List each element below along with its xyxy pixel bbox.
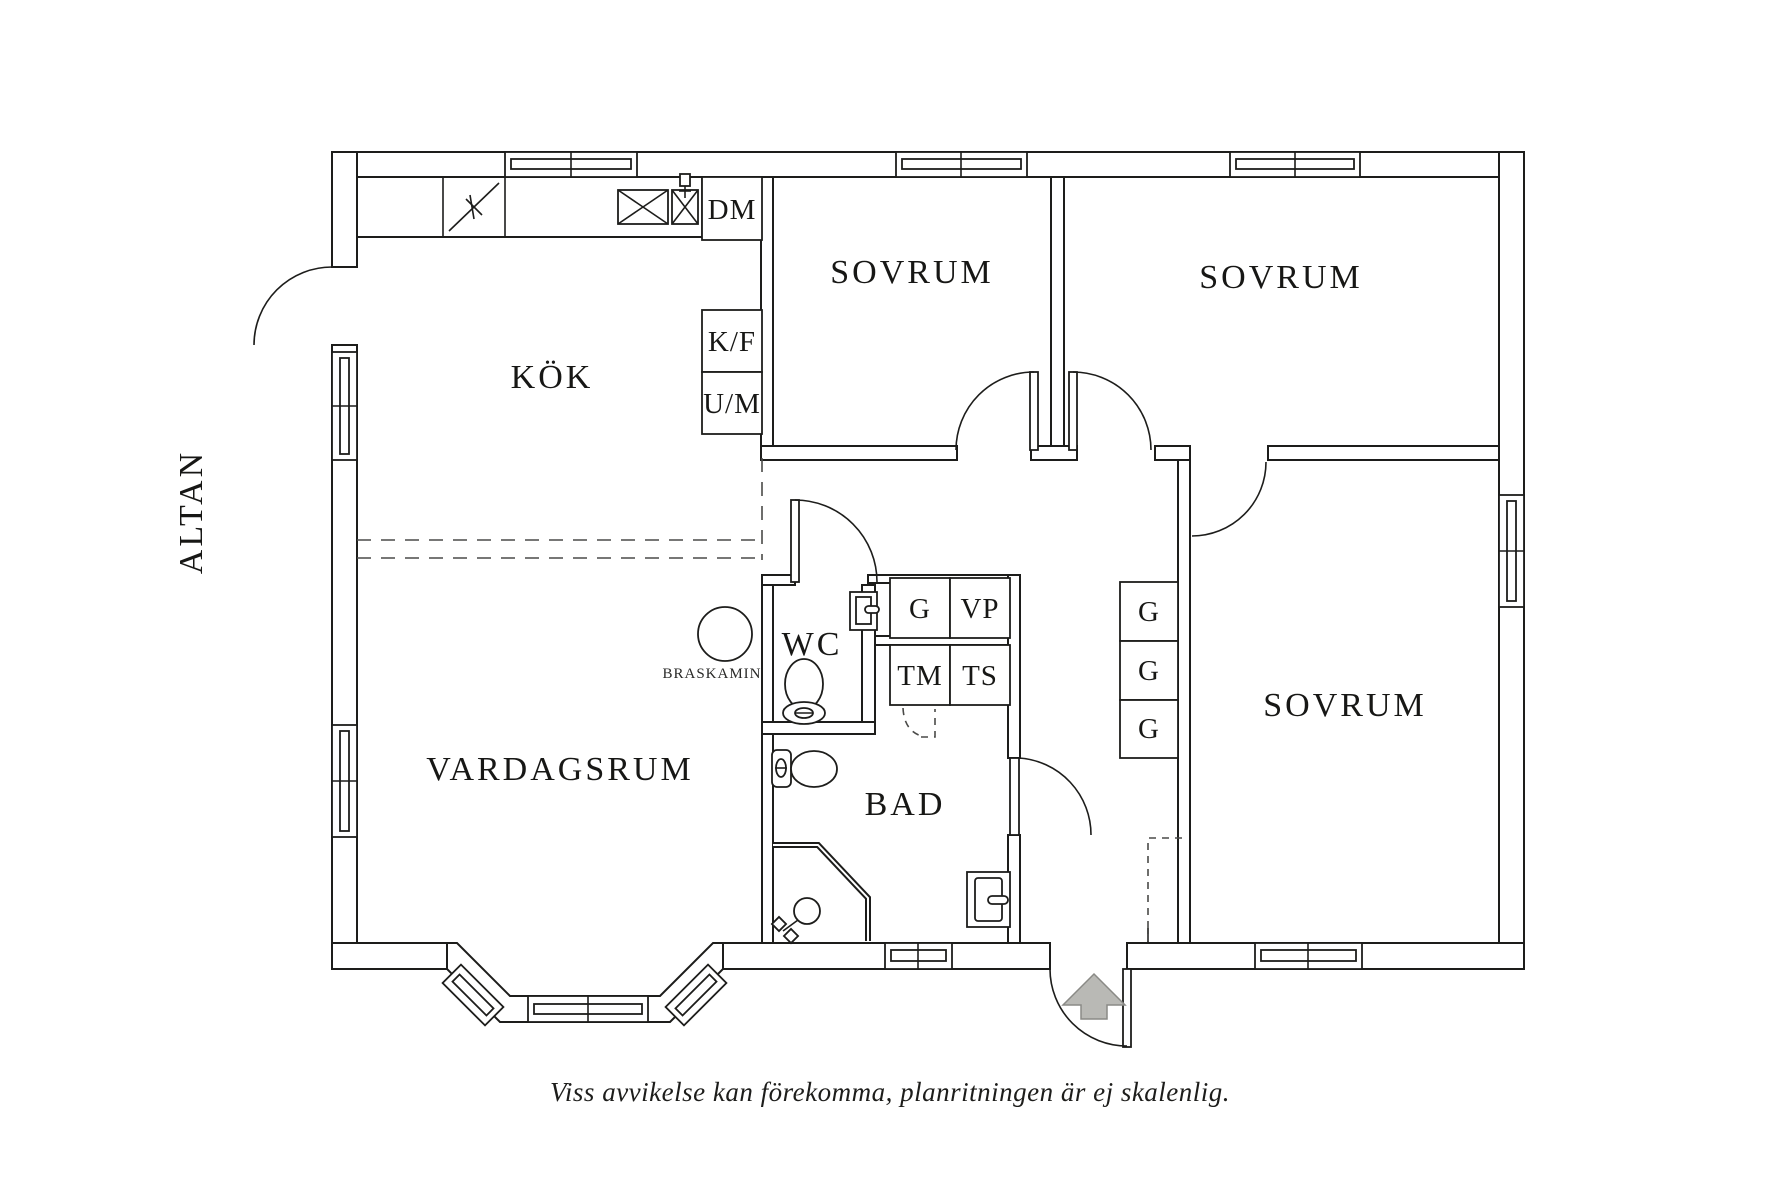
washer-label: TM bbox=[897, 660, 943, 692]
door-entrance bbox=[1049, 968, 1132, 1048]
door-terrace bbox=[253, 266, 333, 346]
room-label-bedroom2: SOVRUM bbox=[1199, 259, 1362, 296]
wc-fixtures bbox=[782, 591, 880, 725]
bay-window-right bbox=[664, 963, 728, 1027]
bathroom-fixtures bbox=[770, 749, 1011, 945]
hall-wardrobe-box-3 bbox=[1119, 699, 1179, 759]
room-label-wc: WC bbox=[782, 626, 843, 663]
fireplace-icon bbox=[697, 606, 753, 662]
oven-label: U/M bbox=[703, 388, 761, 420]
sink-icon bbox=[617, 173, 699, 225]
dishwasher-label: DM bbox=[708, 194, 757, 226]
stove-icon bbox=[448, 182, 500, 232]
dishwasher-box bbox=[701, 176, 763, 241]
kitchen-fixtures bbox=[357, 173, 763, 435]
window-bottom-bedroom3 bbox=[1254, 942, 1363, 970]
bay-window-left bbox=[441, 963, 505, 1027]
fridge-label: K/F bbox=[708, 326, 756, 358]
hall-wardrobe-box-2 bbox=[1119, 640, 1179, 701]
oven-microwave-box bbox=[701, 371, 763, 435]
window-left-upper bbox=[331, 351, 358, 461]
window-left-lower bbox=[331, 724, 358, 838]
dashed-markers bbox=[357, 458, 1186, 941]
window-kitchen-top bbox=[504, 151, 638, 178]
hall-wardrobe-box-1 bbox=[1119, 581, 1179, 642]
hall-wardrobe-label-1: G bbox=[1138, 596, 1160, 628]
window-bottom-bath bbox=[884, 942, 953, 970]
hall-wardrobes bbox=[1119, 581, 1179, 759]
window-bedroom2-top bbox=[1229, 151, 1361, 178]
fireplace-label: BRASKAMIN bbox=[662, 666, 761, 682]
doors bbox=[253, 266, 1267, 1048]
door-bedroom3 bbox=[1191, 461, 1267, 537]
room-label-bedroom1: SOVRUM bbox=[830, 254, 993, 291]
bay-window-center bbox=[527, 995, 649, 1023]
hall-wardrobe-label-2: G bbox=[1138, 655, 1160, 687]
interior-walls bbox=[760, 176, 1500, 944]
drying-cabinet-box bbox=[949, 644, 1011, 706]
room-label-bedroom3: SOVRUM bbox=[1263, 687, 1426, 724]
wardrobe-label: G bbox=[909, 593, 931, 625]
room-label-bath: BAD bbox=[865, 786, 946, 823]
door-bedroom2 bbox=[1068, 371, 1152, 451]
utility-boxes bbox=[889, 577, 1011, 706]
door-wc bbox=[790, 499, 878, 583]
window-right-bedroom3 bbox=[1498, 494, 1525, 608]
toilet-bath-icon bbox=[771, 749, 838, 788]
heat-pump-box bbox=[949, 577, 1011, 639]
dashed-swing-tm bbox=[902, 707, 922, 737]
room-label-living: VARDAGSRUM bbox=[426, 751, 693, 788]
sink-wc-icon bbox=[849, 591, 880, 631]
entrance-arrow-icon bbox=[1061, 972, 1127, 1020]
window-bedroom1-top bbox=[895, 151, 1028, 178]
disclaimer-text: Viss avvikelse kan förekomma, planritnin… bbox=[550, 1077, 1230, 1107]
door-bathroom bbox=[1009, 757, 1092, 836]
toilet-wc-icon bbox=[782, 658, 826, 725]
room-label-kitchen: KÖK bbox=[511, 359, 594, 396]
fridge-freezer-box bbox=[701, 309, 763, 373]
heat-pump-label: VP bbox=[960, 593, 999, 625]
labels: KÖK SOVRUM SOVRUM SOVRUM VARDAGSRUM WC B… bbox=[173, 194, 1426, 1107]
windows bbox=[331, 151, 1525, 1027]
dryer-label: TS bbox=[962, 660, 998, 692]
hall-wardrobe-label-3: G bbox=[1138, 713, 1160, 745]
shower-icon bbox=[770, 842, 871, 945]
terrace-label: ALTAN bbox=[173, 450, 210, 574]
door-bedroom1 bbox=[955, 371, 1039, 451]
sink-bath-icon bbox=[966, 871, 1011, 928]
